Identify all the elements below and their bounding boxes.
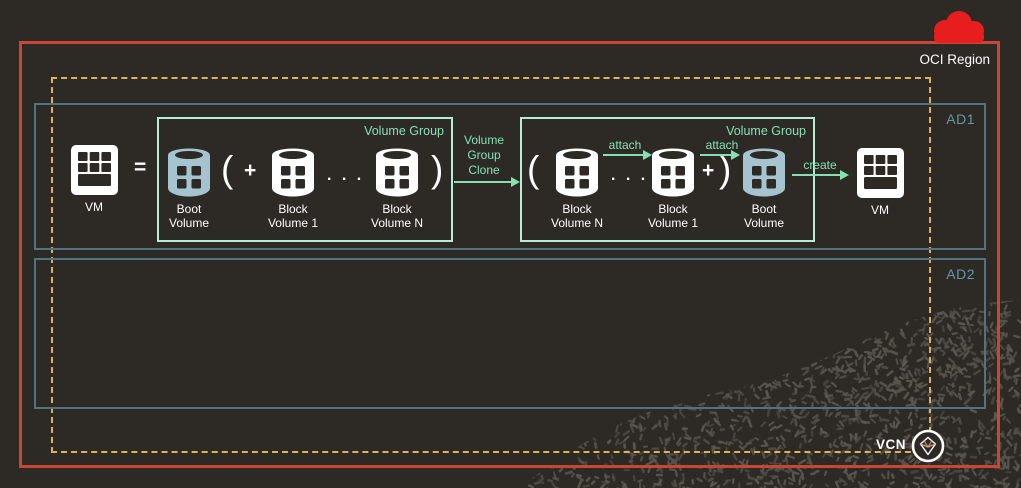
plus-sign: + (702, 159, 715, 182)
source-vm: VM (65, 145, 123, 214)
source-boot-volume-label: Boot Volume (168, 202, 210, 230)
target-boot-volume: Boot Volume (736, 147, 792, 230)
block-volume-cylinder-icon (652, 148, 694, 197)
create-arrow (792, 169, 849, 180)
volume-group-clone-arrow (454, 176, 520, 187)
open-paren: ( (527, 149, 540, 190)
vcn-label: VCN (876, 437, 907, 452)
open-paren: ( (221, 149, 234, 190)
target-boot-volume-label: Boot Volume (743, 202, 785, 230)
boot-volume-cylinder-icon (743, 148, 785, 197)
background-texture (520, 300, 1021, 488)
red-cloud-icon (934, 11, 984, 43)
vm-grid-icon (70, 145, 118, 195)
block-volume-cylinder-icon (556, 148, 598, 197)
block-volume-cylinder-icon (376, 148, 418, 197)
ad2-label: AD2 (946, 266, 975, 282)
source-boot-volume: Boot Volume (161, 147, 217, 230)
ellipsis-dots: . . . (611, 167, 649, 184)
source-block-volume-n-label: Block Volume N (370, 202, 424, 230)
target-block-volume-n: Block Volume N (549, 147, 605, 230)
block-volume-cylinder-icon (272, 148, 314, 197)
attach-arrow-1 (603, 149, 652, 160)
attach-label-2: attach (705, 138, 739, 152)
attach-label-1: attach (608, 138, 642, 152)
target-volume-group-box: Volume Group (520, 117, 815, 242)
vcn-boundary (51, 77, 931, 453)
vcn-network-icon (911, 429, 945, 463)
target-block-volume-n-label: Block Volume N (550, 202, 604, 230)
volume-group-clone-label: Volume Group Clone (463, 133, 505, 177)
attach-arrow-2 (700, 149, 740, 160)
source-volume-group-box: Volume Group (157, 117, 453, 242)
availability-domain-1: AD1 (34, 103, 986, 250)
availability-domain-2: AD2 (34, 258, 986, 409)
target-vm: VM (851, 148, 909, 217)
plus-sign: + (244, 159, 257, 182)
source-volume-group-title: Volume Group (364, 124, 444, 138)
vm-grid-icon (856, 148, 904, 198)
ellipsis-dots: . . . (327, 167, 365, 184)
target-vm-label: VM (871, 203, 889, 217)
source-block-volume-n: Block Volume N (369, 147, 425, 230)
equals-sign: = (134, 156, 147, 179)
oci-region-label: OCI Region (919, 52, 990, 67)
target-volume-group-title: Volume Group (726, 124, 806, 138)
oci-region-boundary (19, 41, 1000, 468)
close-paren: ) (431, 149, 444, 190)
source-block-volume-1: Block Volume 1 (265, 147, 321, 230)
target-block-volume-1-label: Block Volume 1 (647, 202, 699, 230)
ad1-label: AD1 (946, 111, 975, 127)
source-block-volume-1-label: Block Volume 1 (267, 202, 319, 230)
source-vm-label: VM (85, 200, 103, 214)
create-label: create (803, 158, 837, 172)
close-paren: ) (719, 149, 732, 190)
target-block-volume-1: Block Volume 1 (645, 147, 701, 230)
boot-volume-cylinder-icon (168, 148, 210, 197)
